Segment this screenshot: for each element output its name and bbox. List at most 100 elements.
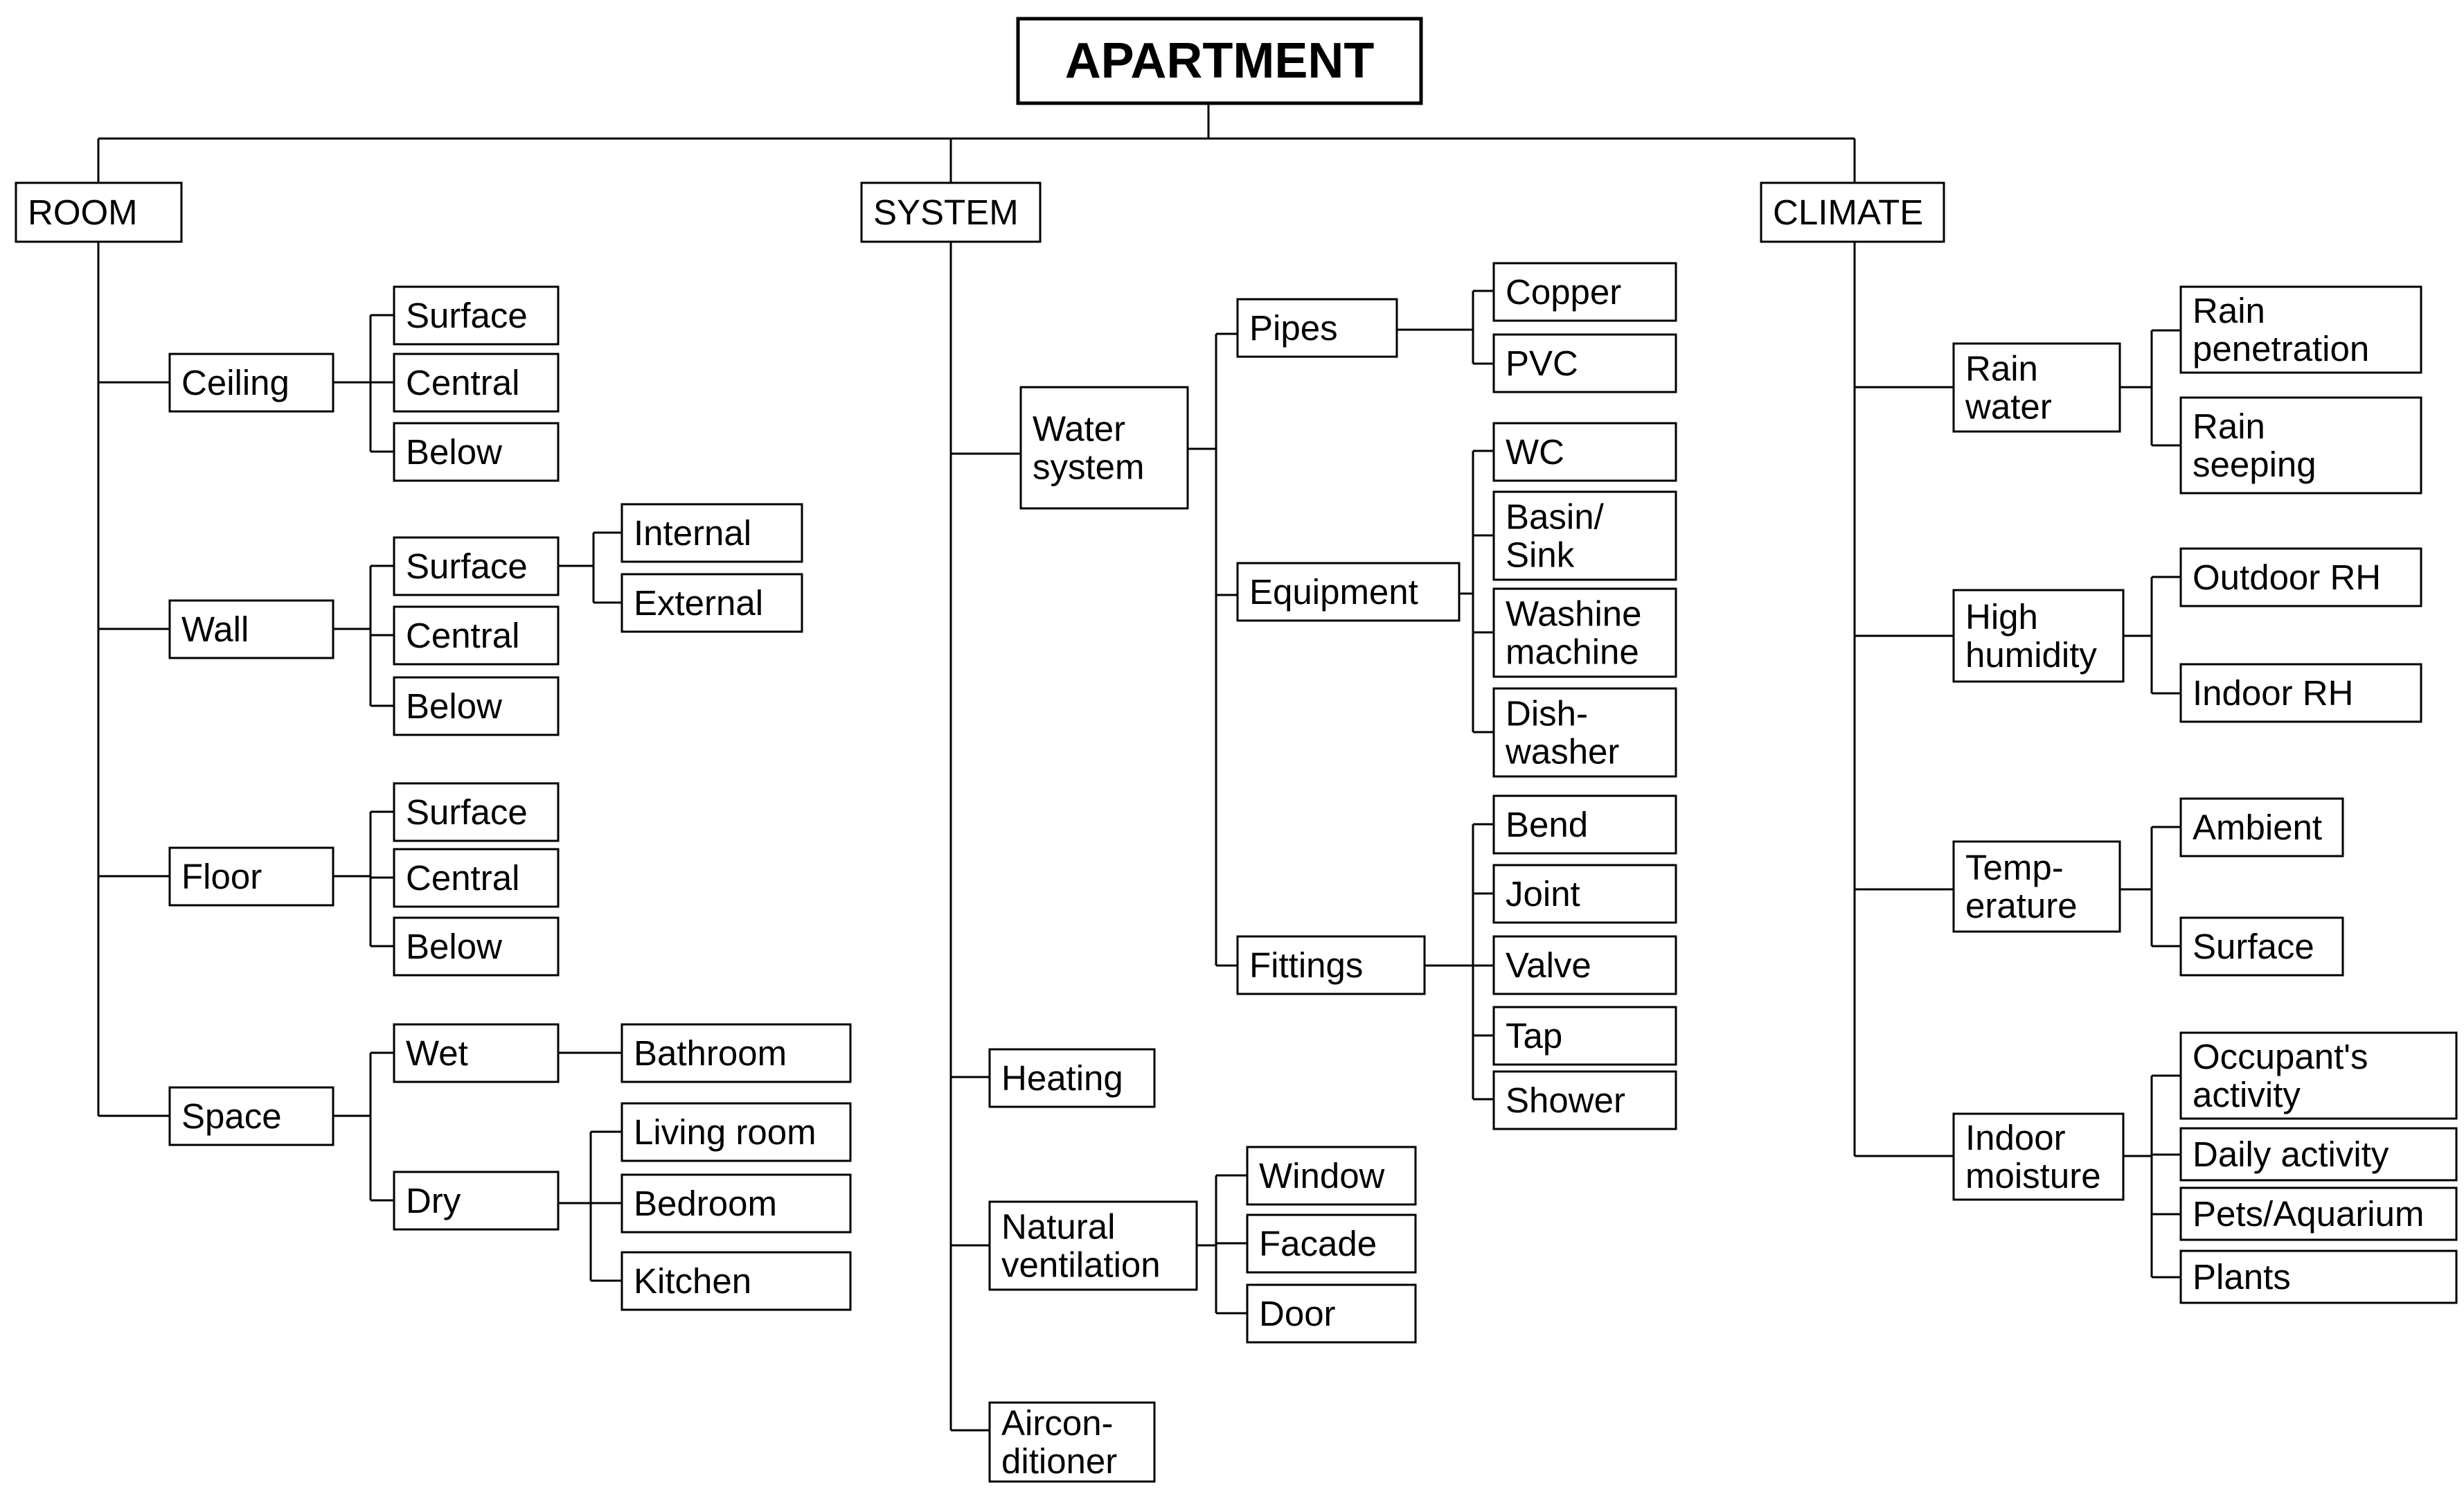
node-box xyxy=(1952,589,2125,683)
node-box xyxy=(393,782,560,842)
node-ambient: Ambient xyxy=(2179,797,2344,857)
node-ceiling: Ceiling xyxy=(168,353,334,413)
node-label: Washine xyxy=(1506,594,1642,634)
node-label: Floor xyxy=(181,857,262,896)
node-label: APARTMENT xyxy=(1065,33,1375,89)
node-label: Facade xyxy=(1259,1224,1377,1263)
node-box xyxy=(393,1171,560,1231)
node-label: seeping xyxy=(2193,445,2316,484)
node-label: External xyxy=(634,583,763,623)
node-box xyxy=(1236,935,1426,995)
node-box xyxy=(393,422,560,482)
node-floor: Floor xyxy=(168,846,334,907)
node-box xyxy=(1016,17,1423,105)
node-box xyxy=(1952,840,2121,933)
node-system: SYSTEM xyxy=(860,181,1042,243)
node-wall-below: Below xyxy=(393,676,560,736)
node-room: ROOM xyxy=(15,181,183,243)
node-wc: WC xyxy=(1492,422,1677,482)
node-box xyxy=(1236,298,1398,358)
node-kitchen: Kitchen xyxy=(621,1251,852,1311)
node-indoor-rh: Indoor RH xyxy=(2179,663,2422,723)
node-label: CLIMATE xyxy=(1773,193,1923,232)
node-box xyxy=(393,353,560,413)
node-wall: Wall xyxy=(168,599,334,659)
node-box xyxy=(1492,490,1677,581)
node-label: moisture xyxy=(1965,1156,2101,1195)
node-box xyxy=(393,916,560,977)
node-label: erature xyxy=(1965,886,2078,925)
node-label: Dish- xyxy=(1506,694,1588,733)
node-shower: Shower xyxy=(1492,1070,1677,1130)
node-box xyxy=(2179,1031,2458,1120)
node-box xyxy=(621,1102,852,1162)
node-box xyxy=(1492,333,1677,393)
node-heating: Heating xyxy=(988,1048,1156,1108)
node-box xyxy=(2179,285,2422,374)
node-bend: Bend xyxy=(1492,794,1677,855)
node-fittings: Fittings xyxy=(1236,935,1426,995)
node-box xyxy=(15,181,183,243)
node-label: Central xyxy=(406,363,519,402)
node-floor-central: Central xyxy=(393,848,560,908)
node-box xyxy=(393,1023,560,1083)
node-label: Indoor RH xyxy=(2193,673,2353,713)
node-floor-surface: Surface xyxy=(393,782,560,842)
node-box xyxy=(2179,1127,2458,1182)
node-label: Bathroom xyxy=(634,1033,787,1073)
node-ceiling-surface: Surface xyxy=(393,285,560,346)
node-label: Wet xyxy=(406,1033,468,1073)
node-basin-sink: Basin/Sink xyxy=(1492,490,1677,581)
node-box xyxy=(2179,396,2422,495)
node-tap: Tap xyxy=(1492,1006,1677,1066)
node-box xyxy=(168,846,334,907)
node-label: ROOM xyxy=(28,193,138,232)
node-box xyxy=(1236,562,1461,622)
node-box xyxy=(1492,262,1677,322)
node-label: Basin/ xyxy=(1506,497,1605,537)
node-label: ditioner xyxy=(1001,1441,1117,1481)
node-pets-aquarium: Pets/Aquarium xyxy=(2179,1186,2458,1241)
node-box xyxy=(2179,1250,2458,1304)
node-living-room: Living room xyxy=(621,1102,852,1162)
node-label: Surface xyxy=(406,792,528,832)
node-pipes: Pipes xyxy=(1236,298,1398,358)
connector-lines xyxy=(97,103,2181,1432)
node-label: Plants xyxy=(2193,1257,2291,1297)
node-label: humidity xyxy=(1965,635,2097,675)
node-ceiling-below: Below xyxy=(393,422,560,482)
node-box xyxy=(393,285,560,346)
node-valve: Valve xyxy=(1492,935,1677,995)
node-label: Indoor xyxy=(1965,1118,2066,1157)
node-box xyxy=(1760,181,1945,243)
node-box xyxy=(1952,1112,2125,1201)
node-label: Space xyxy=(181,1096,282,1136)
node-label: Rain xyxy=(2193,291,2265,330)
node-label: PVC xyxy=(1506,344,1578,383)
node-box xyxy=(621,1023,852,1083)
node-box xyxy=(1492,794,1677,855)
node-box xyxy=(2179,916,2344,977)
node-temp-surface: Surface xyxy=(2179,916,2344,977)
node-wet: Wet xyxy=(393,1023,560,1083)
node-daily-activity: Daily activity xyxy=(2179,1127,2458,1182)
node-door: Door xyxy=(1246,1283,1417,1344)
node-facade: Facade xyxy=(1246,1213,1417,1274)
node-box xyxy=(168,353,334,413)
node-label: Ambient xyxy=(2193,808,2322,847)
node-box xyxy=(1492,1070,1677,1130)
node-label: Daily activity xyxy=(2193,1135,2389,1174)
node-label: Occupant's xyxy=(2193,1037,2368,1076)
node-label: Central xyxy=(406,616,519,655)
node-box xyxy=(1492,587,1677,678)
node-dry: Dry xyxy=(393,1171,560,1231)
node-box xyxy=(1246,1146,1417,1206)
node-equipment: Equipment xyxy=(1236,562,1461,622)
node-box xyxy=(1492,1006,1677,1066)
